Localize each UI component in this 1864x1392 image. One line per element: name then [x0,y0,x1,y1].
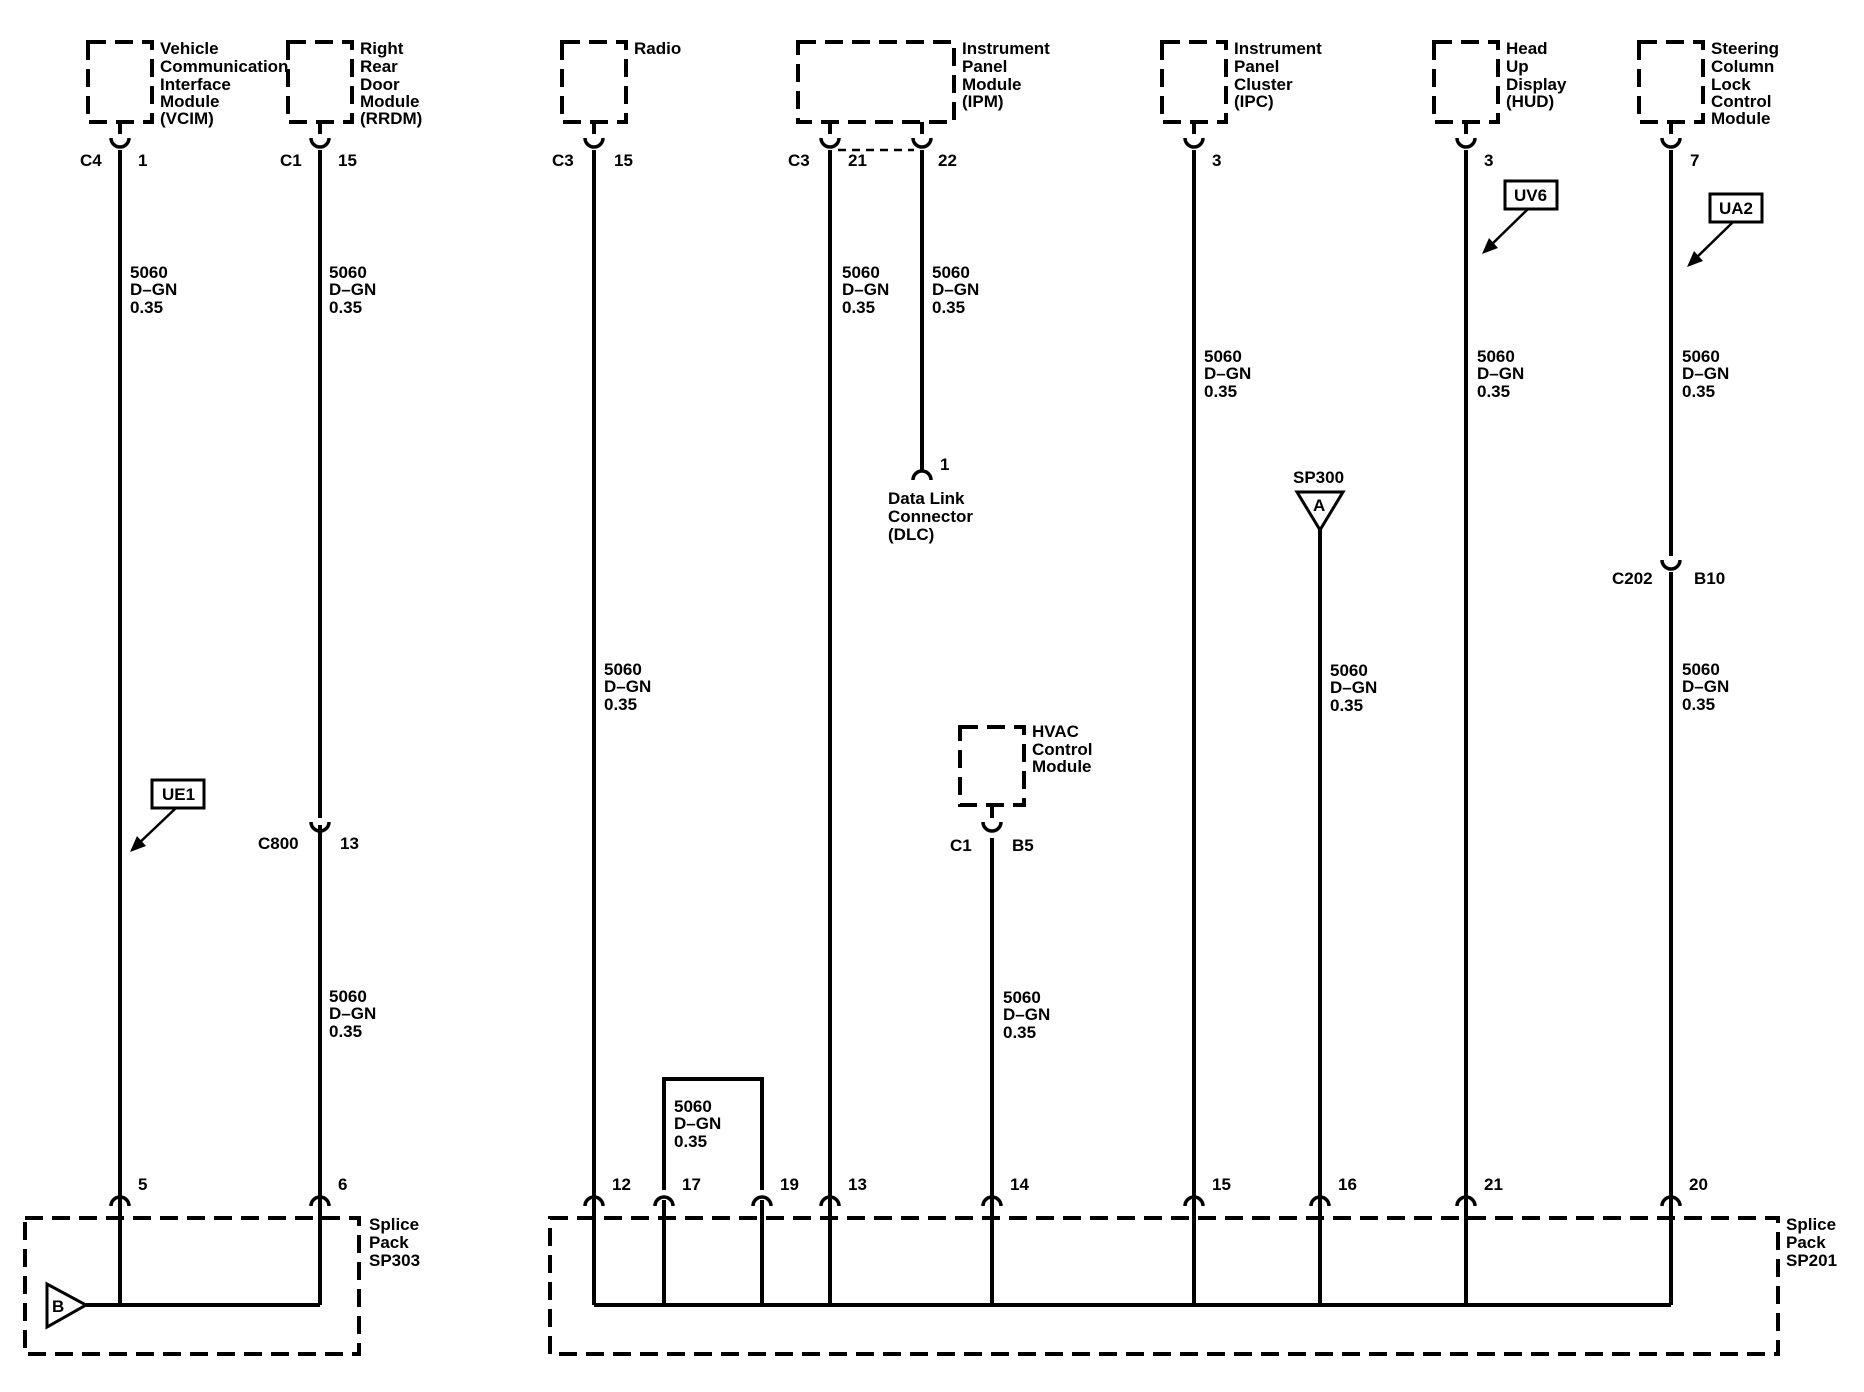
sp300-label: SP300 [1293,468,1344,487]
sp303-pin: 5 [138,1175,147,1194]
module-hvac-label: HVAC Control Module [1032,722,1097,776]
inline-c800-pin: 13 [340,834,359,853]
hvac-conn-label: C1 [950,836,972,855]
splice-pack-sp303: B 5 6 Splice Pack SP303 [23,1175,424,1356]
sp303-pin: 6 [338,1175,347,1194]
sp201-pin: 16 [1338,1175,1357,1194]
top-connector-labels: C4 1 C1 15 C3 15 C3 21 22 3 3 7 [80,151,1699,170]
sp303-letter: B [52,1297,64,1316]
module-ipm: Instrument Panel Module (IPM) [796,39,1055,124]
sclcm-pin: 7 [1690,151,1699,170]
module-sclcm: Steering Column Lock Control Module [1637,39,1784,128]
option-tag-ue1: UE1 [130,778,206,852]
inline-connector-c800: C800 13 [258,806,359,853]
sp201-pin: 20 [1689,1175,1708,1194]
inline-c800-label: C800 [258,834,299,853]
sp201-pin: 21 [1484,1175,1503,1194]
rrdm-pin: 15 [338,151,357,170]
sp303-label: Splice Pack SP303 [369,1215,424,1270]
sp201-label: Splice Pack SP201 [1786,1215,1841,1270]
module-ipm-label: Instrument Panel Module (IPM) [962,39,1055,111]
sp300-letter: A [1313,496,1325,515]
module-vcim: Vehicle Communication Interface Module (… [86,39,293,128]
option-uv6-label: UV6 [1514,186,1547,205]
module-vcim-label: Vehicle Communication Interface Module (… [160,39,293,128]
option-tag-uv6: UV6 [1482,179,1559,254]
inline-c202-label: C202 [1612,569,1653,588]
module-sclcm-label: Steering Column Lock Control Module [1711,39,1784,128]
module-radio-label: Radio [634,39,681,58]
ipm-pin-a: 21 [848,151,867,170]
radio-pin: 15 [614,151,633,170]
module-pin-stubs [109,122,1682,152]
sp201-pin: 12 [612,1175,631,1194]
module-ipc: Instrument Panel Cluster (IPC) [1160,39,1327,124]
ipm-pin-b: 22 [938,151,957,170]
dlc-pin-label: 1 [940,455,949,474]
wire-loop-17-19 [662,1077,764,1190]
hvac-connector: C1 B5 [950,805,1034,855]
wires [118,150,1673,1200]
hvac-pin-label: B5 [1012,836,1034,855]
module-ipc-label: Instrument Panel Cluster (IPC) [1234,39,1327,111]
module-hud-label: Head Up Display (HUD) [1506,39,1571,111]
option-ua2-label: UA2 [1719,199,1753,218]
radio-conn: C3 [552,151,574,170]
splice-point-sp300: SP300 A [1293,468,1346,533]
dlc-connector: 1 Data Link Connector (DLC) [888,455,978,544]
sp201-pin: 13 [848,1175,867,1194]
ipc-pin: 3 [1212,151,1221,170]
module-radio: Radio [560,39,681,124]
vcim-pin: 1 [138,151,147,170]
option-ue1-label: UE1 [162,785,195,804]
inline-c202-pin: B10 [1694,569,1725,588]
option-tag-ua2: UA2 [1687,192,1764,267]
inline-connector-c202: C202 B10 [1612,544,1725,588]
sp201-pin: 17 [682,1175,701,1194]
hud-pin: 3 [1484,151,1493,170]
sp201-pin: 15 [1212,1175,1231,1194]
module-hvac: HVAC Control Module [958,722,1097,807]
ipm-conn: C3 [788,151,810,170]
module-hud: Head Up Display (HUD) [1432,39,1571,124]
sp201-pin: 14 [1010,1175,1029,1194]
dlc-label: Data Link Connector (DLC) [888,489,978,544]
vcim-conn: C4 [80,151,102,170]
splice-pack-sp201: 12 17 19 13 14 15 16 21 20 Splice Pack S… [548,1175,1841,1356]
rrdm-conn: C1 [280,151,302,170]
module-rrdm-label: Right Rear Door Module (RRDM) [360,39,424,128]
module-rrdm: Right Rear Door Module (RRDM) [286,39,424,128]
sp201-pin: 19 [780,1175,799,1194]
